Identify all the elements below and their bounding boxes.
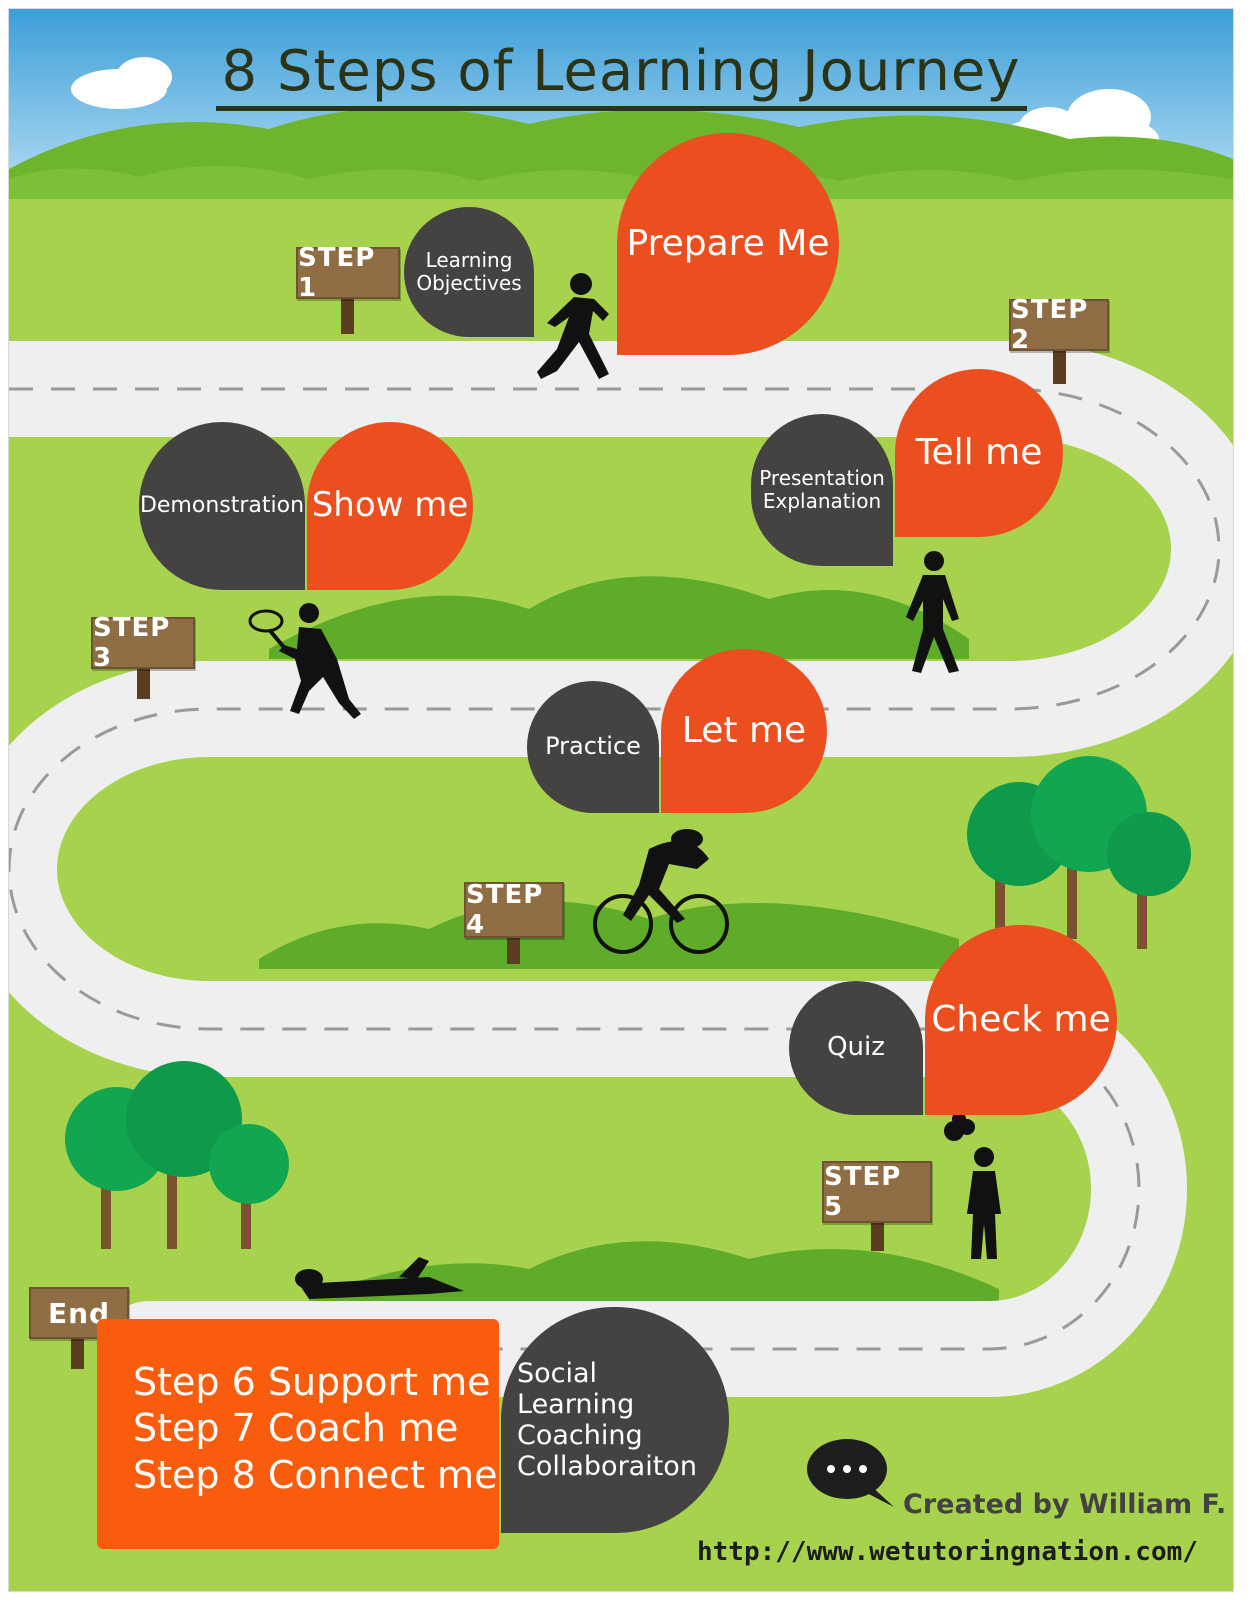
bubble-practice: Practice xyxy=(527,681,659,813)
step-2-sign: STEP 2 xyxy=(1009,295,1109,355)
bubble-show-me: Show me xyxy=(307,422,473,590)
trees-left-icon xyxy=(65,1061,289,1249)
step-5-sign: STEP 5 xyxy=(822,1161,932,1223)
credit-text: Created by William F. xyxy=(903,1489,1227,1520)
walking-person-icon xyxy=(906,551,959,673)
bubble-demonstration: Demonstration xyxy=(139,422,305,590)
source-url[interactable]: http://www.wetutoringnation.com/ xyxy=(697,1537,1198,1567)
swimmer-icon xyxy=(295,1257,464,1299)
bubble-quiz: Quiz xyxy=(789,981,923,1115)
speech-bubble-icon xyxy=(807,1439,894,1507)
bubble-tell-me: Tell me xyxy=(895,369,1063,537)
tennis-player-icon xyxy=(248,603,361,719)
step-4-sign: STEP 4 xyxy=(464,880,564,940)
bubble-check-me: Check me xyxy=(925,925,1117,1115)
infographic-frame: 8 Steps of Learning Journey STEP 1 STEP … xyxy=(8,8,1234,1592)
trees-right-icon xyxy=(967,756,1191,949)
step-1-sign: STEP 1 xyxy=(296,243,400,303)
bubble-let-me: Let me xyxy=(661,649,827,813)
bubble-prepare-me: Prepare Me xyxy=(617,133,839,355)
bubble-presentation-explanation: Presentation Explanation xyxy=(751,414,893,566)
banner-line-step-7: Step 7 Coach me xyxy=(133,1406,459,1451)
bubble-learning-objectives: Learning Objectives xyxy=(404,207,534,337)
step-3-sign: STEP 3 xyxy=(91,613,195,673)
banner-line-step-6: Step 6 Support me xyxy=(133,1360,491,1404)
thinking-person-icon xyxy=(944,1112,1001,1259)
final-steps-banner: Step 6 Support me Step 7 Coach me Step 8… xyxy=(97,1319,499,1549)
cyclist-icon xyxy=(593,829,729,954)
banner-line-step-8: Step 8 Connect me xyxy=(133,1452,498,1497)
bubble-social-learning: Social Learning Coaching Collaboraiton xyxy=(501,1307,729,1533)
running-person-icon xyxy=(537,273,609,379)
page-title: 8 Steps of Learning Journey xyxy=(9,39,1233,111)
